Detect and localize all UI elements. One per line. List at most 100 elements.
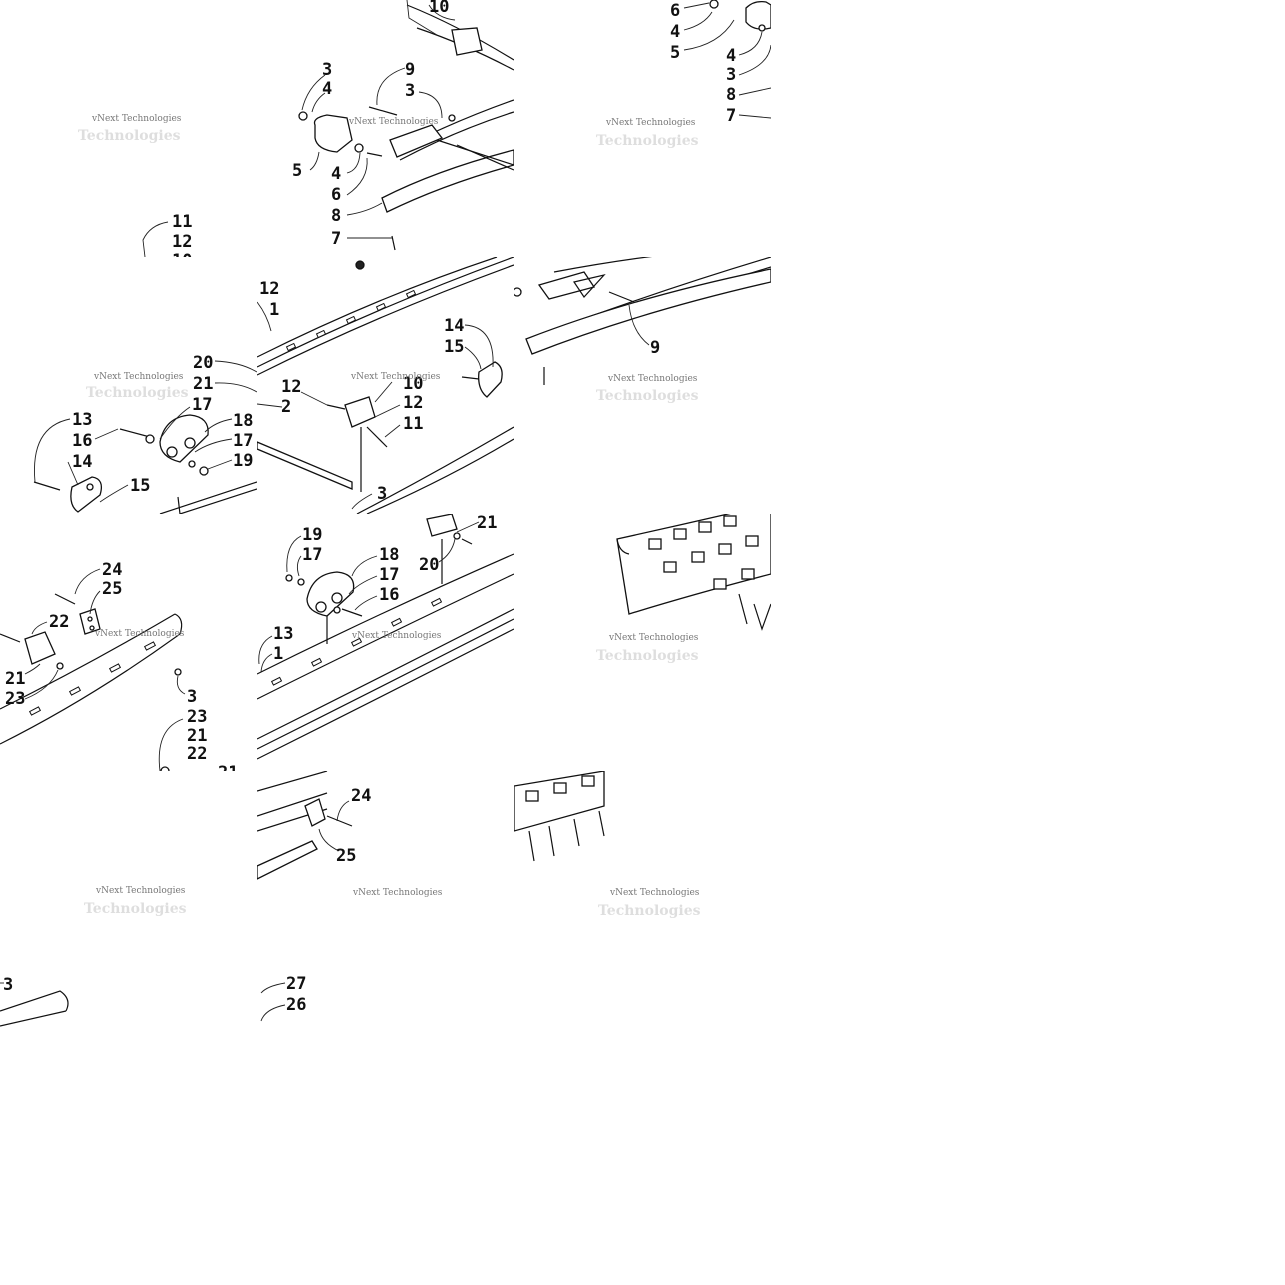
svg-text:vNext Technologies: vNext Technologies: [352, 888, 443, 898]
callout-label: 8: [726, 85, 736, 105]
callout-label: 15: [444, 337, 464, 357]
callout-label: 9: [405, 60, 415, 80]
svg-text:vNext Technologies: vNext Technologies: [607, 374, 698, 384]
track-belt: Technologies vNext Technologies: [514, 771, 701, 919]
callout-label: 5: [292, 161, 302, 181]
diagram-tile: 6 4 5 4 3 8 7 Technologies vNext Technol…: [514, 0, 771, 257]
callout-label: 12: [259, 279, 279, 299]
callout-label: 1: [273, 644, 283, 664]
diagram-tile: 9 Technologies vNext Technologies: [514, 257, 771, 514]
callout-label: 7: [331, 229, 341, 249]
diagram-tile: 27 26: [257, 971, 514, 1028]
callout-label: 24: [102, 560, 122, 580]
callout-label: 9: [650, 338, 660, 358]
diagram-tile: 11 12 10 Technologies vNext Technologies: [0, 0, 257, 257]
watermark: vNext Technologies: [351, 631, 442, 641]
svg-text:vNext Technologies: vNext Technologies: [350, 372, 441, 382]
svg-text:vNext Technologies: vNext Technologies: [93, 372, 184, 382]
callout-label: 25: [102, 579, 122, 599]
watermark: Technologies vNext Technologies: [596, 118, 699, 149]
callout-label: 26: [286, 995, 306, 1015]
track-belt: Technologies vNext Technologies: [596, 514, 771, 664]
callout-label: 17: [379, 565, 399, 585]
watermark: Technologies vNext Technologies: [86, 372, 189, 401]
diagram-tile: 3: [0, 971, 257, 1028]
svg-text:vNext Technologies: vNext Technologies: [351, 631, 442, 641]
svg-text:Technologies: Technologies: [596, 388, 699, 404]
callout-label: 7: [726, 106, 736, 126]
callout-label: 6: [670, 1, 680, 21]
callout-label: 10: [403, 374, 423, 394]
callout-label: 25: [336, 846, 356, 866]
callout-label: 22: [49, 612, 69, 632]
callout-label: 17: [233, 431, 253, 451]
callout-label: 18: [379, 545, 399, 565]
diagram-tile: 21 20 19 17 18 17 16 13 1 vNext Technolo…: [257, 514, 514, 771]
diagram-tile: Technologies vNext Technologies: [514, 771, 771, 1028]
callout-label: 3: [187, 687, 197, 707]
watermark: vNext Technologies: [352, 888, 443, 898]
watermark: Technologies vNext Technologies: [598, 888, 701, 919]
callout-label: 3: [377, 484, 387, 504]
diagram-tile: 24 25 22 21 23 3 23 21 22 21 vNext Techn…: [0, 514, 257, 771]
callout-label: 10: [429, 0, 449, 17]
callout-label: 1: [269, 300, 279, 320]
callout-label: 18: [233, 411, 253, 431]
callout-label: 20: [193, 353, 213, 373]
svg-text:vNext Technologies: vNext Technologies: [605, 118, 696, 128]
callout-label: 23: [187, 707, 207, 727]
watermark: vNext Technologies: [350, 372, 441, 382]
callout-label: 12: [403, 393, 423, 413]
callout-label: 19: [302, 525, 322, 545]
svg-text:Technologies: Technologies: [596, 648, 699, 664]
svg-text:vNext Technologies: vNext Technologies: [94, 629, 185, 639]
callout-label: 13: [72, 410, 92, 430]
callout-label: 23: [5, 689, 25, 709]
diagram-tile: 20 21 13 16 17 18 17 19 14 15 Technologi…: [0, 257, 257, 514]
callout-label: 21: [218, 763, 238, 771]
callout-label: 3: [405, 81, 415, 101]
callout-label: 21: [477, 514, 497, 533]
svg-text:vNext Technologies: vNext Technologies: [348, 117, 439, 127]
svg-text:Technologies: Technologies: [78, 128, 181, 144]
callout-label: 4: [322, 79, 332, 99]
callout-label: 14: [444, 316, 464, 336]
callout-label: 8: [331, 206, 341, 226]
svg-text:Technologies: Technologies: [596, 133, 699, 149]
svg-text:Technologies: Technologies: [84, 901, 187, 917]
callout-label: 15: [130, 476, 150, 496]
callout-label: 5: [670, 43, 680, 63]
callout-label: 21: [5, 669, 25, 689]
callout-label: 3: [3, 975, 13, 995]
watermark: vNext Technologies: [348, 117, 439, 127]
diagram-tile: 10 3 4 9 3 5 4 6 8 7 vNext Technologies: [257, 0, 514, 257]
diagram-tile: 12 1 10 12 2 12 11 3 14 15 vNext Technol…: [257, 257, 514, 514]
watermark: vNext Technologies: [94, 629, 185, 639]
diagram-tile: Technologies vNext Technologies: [514, 514, 771, 771]
callout-label: 22: [187, 744, 207, 764]
callout-label: 11: [172, 212, 192, 232]
callout-label: 4: [670, 22, 680, 42]
callout-label: 12: [172, 232, 192, 252]
svg-text:vNext Technologies: vNext Technologies: [95, 886, 186, 896]
callout-label: 4: [331, 164, 341, 184]
watermark: Technologies vNext Technologies: [596, 633, 699, 664]
callout-label: 4: [726, 46, 736, 66]
svg-text:Technologies: Technologies: [86, 385, 189, 401]
watermark: Technologies vNext Technologies: [84, 886, 187, 917]
callout-label: 14: [72, 452, 92, 472]
callout-label: 12: [281, 377, 301, 397]
callout-label: 2: [281, 397, 291, 417]
callout-label: 17: [302, 545, 322, 565]
callout-label: 17: [192, 395, 212, 415]
callout-label: 13: [273, 624, 293, 644]
callout-label: 16: [379, 585, 399, 605]
callout-label: 19: [233, 451, 253, 471]
svg-text:vNext Technologies: vNext Technologies: [609, 888, 700, 898]
callout-label: 27: [286, 974, 306, 994]
svg-text:vNext Technologies: vNext Technologies: [91, 114, 182, 124]
watermark: Technologies vNext Technologies: [78, 114, 182, 144]
callout-label: 24: [351, 786, 371, 806]
callout-label: 6: [331, 185, 341, 205]
